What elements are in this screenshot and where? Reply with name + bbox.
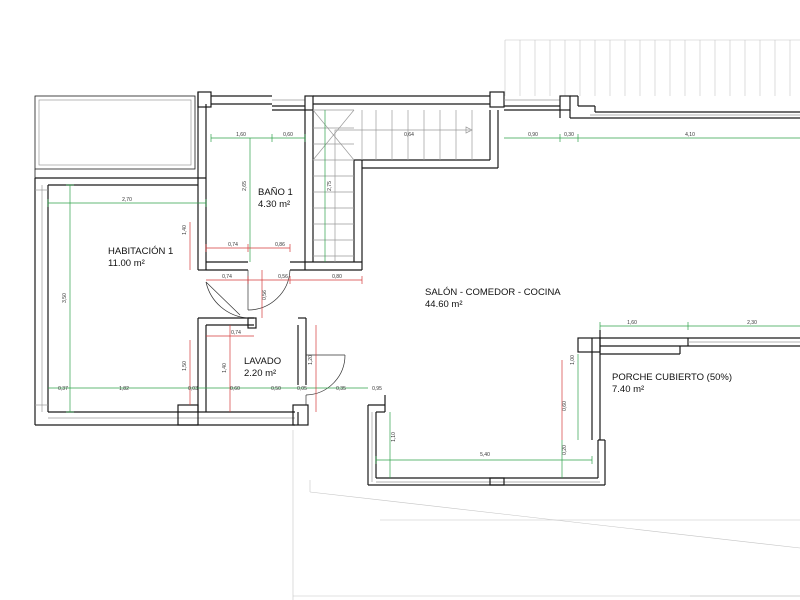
room-area-habitacion-1: 11.00 m² bbox=[108, 258, 145, 269]
dim-text: 1,40 bbox=[222, 363, 228, 373]
dim-text: 0,74 bbox=[228, 242, 238, 248]
dim-text: 2,75 bbox=[327, 181, 333, 191]
dim-text: 0,95 bbox=[372, 386, 382, 392]
dim-text: 0,90 bbox=[528, 132, 538, 138]
dim-text: 0,80 bbox=[332, 274, 342, 280]
dim-text: 0,74 bbox=[222, 274, 232, 280]
dim-text: 0,74 bbox=[231, 330, 241, 336]
room-name-habitacion-1: HABITACIÓN 1 bbox=[108, 246, 173, 257]
dim-text: 0,86 bbox=[275, 242, 285, 248]
dim-text: 0,60 bbox=[230, 386, 240, 392]
dim-text: 1,20 bbox=[308, 355, 314, 365]
staircase bbox=[312, 109, 473, 262]
dim-text: 0,20 bbox=[562, 445, 568, 455]
exterior-walls bbox=[34, 91, 800, 426]
room-area-bano-1: 4.30 m² bbox=[258, 199, 290, 210]
site-outlines bbox=[292, 39, 800, 600]
dim-text: 0,37 bbox=[58, 386, 68, 392]
dim-text: 0,35 bbox=[336, 386, 346, 392]
dimension-lines-green bbox=[47, 110, 800, 478]
room-name-salon: SALÓN - COMEDOR - COCINA bbox=[425, 287, 561, 298]
room-area-salon: 44.60 m² bbox=[425, 299, 463, 310]
dim-text: 2,70 bbox=[122, 197, 132, 203]
room-area-lavado: 2.20 m² bbox=[244, 368, 276, 379]
dim-text: 5,40 bbox=[480, 452, 490, 458]
room-area-porche: 7.40 m² bbox=[612, 384, 644, 395]
dim-text: 0,03 bbox=[188, 386, 198, 392]
room-name-porche: PORCHE CUBIERTO (50%) bbox=[612, 372, 732, 383]
dim-text: 0,60 bbox=[283, 132, 293, 138]
roof-stripes bbox=[519, 40, 791, 96]
room-labels: HABITACIÓN 1 11.00 m² BAÑO 1 4.30 m² SAL… bbox=[108, 187, 732, 395]
dim-text: 1,50 bbox=[182, 361, 188, 371]
dim-text: 1,60 bbox=[236, 132, 246, 138]
terrace-box bbox=[34, 95, 196, 178]
dim-text: 2,65 bbox=[242, 181, 248, 191]
dim-text: 1,82 bbox=[119, 386, 129, 392]
room-name-lavado: LAVADO bbox=[244, 356, 281, 367]
dim-text: 0,60 bbox=[562, 401, 568, 411]
dim-text: 4,10 bbox=[685, 132, 695, 138]
dimension-lines-red bbox=[189, 222, 563, 440]
dim-text: 0,05 bbox=[297, 386, 307, 392]
dim-text: 0,56 bbox=[262, 290, 268, 300]
dim-text: 1,60 bbox=[627, 320, 637, 326]
dim-text: 0,64 bbox=[404, 132, 414, 138]
dim-text: 0,30 bbox=[564, 132, 574, 138]
dim-text: 1,00 bbox=[570, 355, 576, 365]
doors bbox=[205, 269, 346, 405]
dim-text: 2,30 bbox=[747, 320, 757, 326]
dim-text: 0,56 bbox=[278, 274, 288, 280]
dim-text: 3,50 bbox=[62, 293, 68, 303]
dim-text: 1,40 bbox=[182, 225, 188, 235]
porch-walls bbox=[367, 330, 800, 486]
room-name-bano-1: BAÑO 1 bbox=[258, 187, 293, 198]
interior-walls bbox=[35, 110, 499, 426]
dimension-labels: 1,60 0,60 0,64 0,90 0,30 4,10 2,70 2,65 … bbox=[58, 132, 757, 458]
dim-text: 0,50 bbox=[271, 386, 281, 392]
dim-text: 1,10 bbox=[391, 432, 397, 442]
